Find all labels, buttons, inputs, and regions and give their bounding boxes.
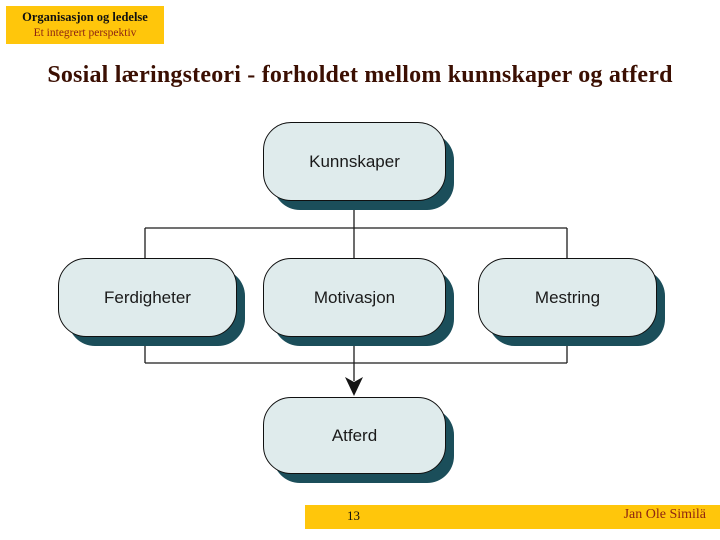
author-name: Jan Ole Similä (623, 507, 706, 522)
node-label: Motivasjon (313, 287, 396, 307)
node-ferdigheter: Ferdigheter (58, 258, 237, 337)
node-label: Kunnskaper (309, 151, 400, 171)
node-label: Mestring (534, 287, 601, 307)
course-subtitle: Et integrert perspektiv (33, 26, 137, 39)
course-title: Organisasjon og ledelse (22, 10, 148, 24)
node-atferd: Atferd (263, 397, 446, 474)
node-mestring: Mestring (478, 258, 657, 337)
footer-bar: 13 Jan Ole Similä (305, 505, 720, 529)
node-label: Atferd (331, 425, 378, 445)
page-number: 13 (347, 508, 360, 523)
node-motivasjon: Motivasjon (263, 258, 446, 337)
node-label: Ferdigheter (104, 287, 191, 307)
node-kunnskaper: Kunnskaper (263, 122, 446, 201)
slide-title: Sosial læringsteori - forholdet mellom k… (47, 62, 673, 88)
arrow-down-icon (345, 377, 363, 396)
header-box: Organisasjon og ledelse Et integrert per… (6, 6, 164, 44)
